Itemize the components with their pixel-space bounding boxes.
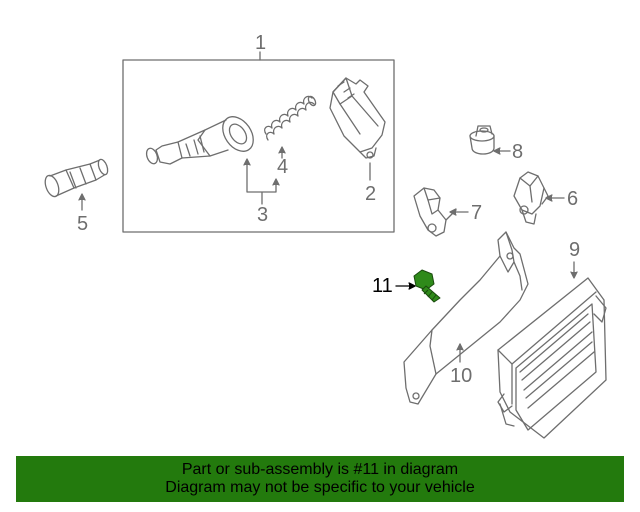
callout-5: 5 [77,213,89,235]
callout-6: 6 [567,188,579,210]
arrow-10 [456,343,464,351]
arrow-9 [570,271,578,279]
arrow-3a [243,158,251,166]
banner-line-2: Diagram may not be specific to your vehi… [165,479,475,496]
arrow-11 [408,282,416,290]
callout-9: 9 [569,239,581,261]
callout-2: 2 [365,183,377,205]
engine-control-module [497,277,607,439]
spark-plug-boot [145,116,254,165]
arrow-3b [272,178,280,186]
crankshaft-sensor [44,158,109,198]
camshaft-sensor [513,171,549,225]
arrow-8 [493,147,501,155]
highlighted-bolt [413,269,441,303]
callout-1: 1 [255,32,267,54]
knock-sensor [469,125,495,155]
assembly-box [122,59,395,233]
info-banner: Part or sub-assembly is #11 in diagram D… [16,456,624,502]
ignition-coil [329,77,386,159]
callout-8: 8 [512,141,524,163]
callout-10: 10 [450,365,473,387]
arrow-4 [278,146,286,154]
callout-7: 7 [471,202,483,224]
callout-11: 11 [372,275,393,297]
callout-3: 3 [257,204,269,226]
banner-line-1: Part or sub-assembly is #11 in diagram [181,461,459,478]
arrow-5 [78,193,86,201]
callout-4: 4 [277,156,289,178]
boot-spring [264,95,317,141]
mounting-bracket [403,231,529,405]
leader-3 [246,159,277,205]
arrow-6 [545,194,553,202]
arrow-7 [449,208,457,216]
